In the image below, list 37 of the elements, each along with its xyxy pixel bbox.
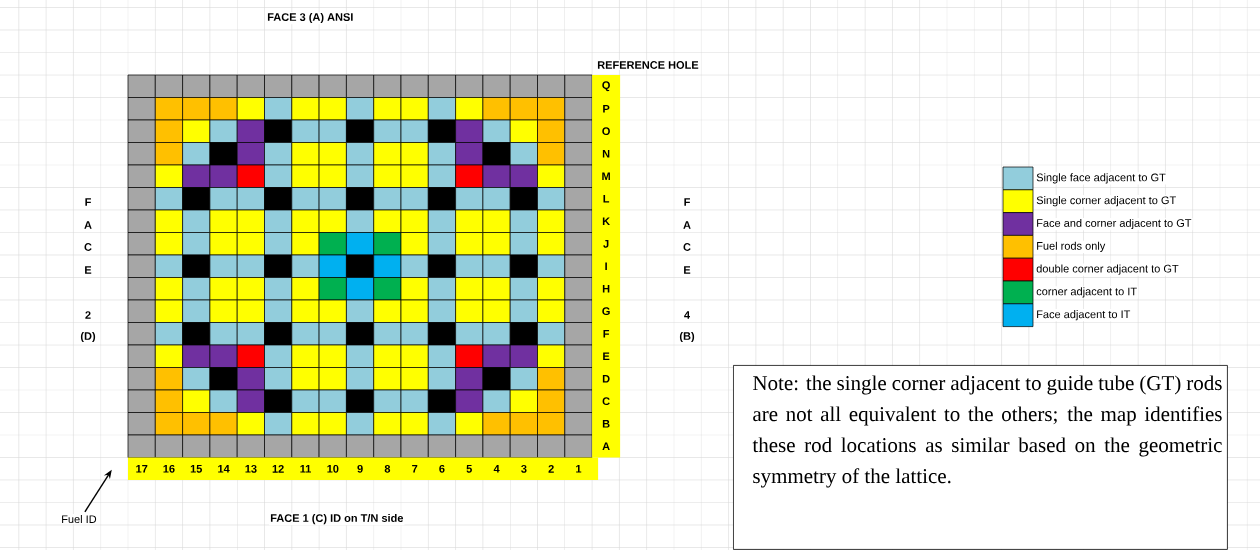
face-label: E bbox=[83, 265, 93, 275]
node-label: Note: the single corner adjacent to guide tube (GT) rods are not all equivalent to the others; the map identifies these rod locations as similar based on the geometric symmetry of the lattice. bbox=[752, 375, 1222, 488]
face-label: A bbox=[83, 220, 93, 230]
row-letter: H bbox=[602, 285, 610, 293]
legend-label: double corner adjacent to GT bbox=[1035, 263, 1180, 276]
legend-label: Face and corner adjacent to GT bbox=[1035, 217, 1193, 231]
row-letter: N bbox=[602, 150, 610, 158]
face-label: (B) bbox=[678, 330, 696, 344]
face-label: E bbox=[682, 265, 692, 275]
legend-label: Single face adjacent to GT bbox=[1035, 172, 1167, 185]
row-letter: K bbox=[602, 217, 610, 225]
row-letter: L bbox=[603, 195, 610, 203]
row-letter: B bbox=[602, 420, 610, 428]
note-box: Note: the single corner adjacent to guide tube (GT) rods are not all equivalent to the others; the map identifies these rod locations as similar based on the geometric symmetry of the lattice. bbox=[733, 365, 1228, 550]
legend-label: Single corner adjacent to GT bbox=[1035, 195, 1178, 208]
face-label: C bbox=[682, 242, 692, 252]
row-letter: D bbox=[602, 375, 610, 383]
legend-label: corner adjacent to IT bbox=[1035, 286, 1139, 299]
face-label: (D) bbox=[79, 330, 97, 344]
face-label: F bbox=[682, 197, 692, 207]
row-letter: I bbox=[605, 262, 607, 270]
legend-label: Fuel rods only bbox=[1035, 240, 1107, 253]
row-letter: P bbox=[603, 105, 610, 113]
reference-hole-label: REFERENCE HOLE bbox=[596, 60, 700, 70]
face-label: FACE 3 (A) ANSI bbox=[266, 11, 355, 25]
legend-label: Face adjacent to IT bbox=[1035, 309, 1132, 322]
face-label: FACE 1 (C) ID on T/N side bbox=[269, 512, 405, 526]
row-letter: F bbox=[603, 330, 610, 338]
fuel-assembly-map-drawing bbox=[127, 74, 593, 458]
row-letter: E bbox=[603, 352, 610, 360]
fuel-id-label: Fuel ID bbox=[60, 513, 98, 525]
face-label: 2 bbox=[83, 310, 93, 320]
face-label: 4 bbox=[682, 310, 692, 320]
face-label: F bbox=[83, 197, 93, 207]
face-label: A bbox=[682, 220, 692, 230]
face-label: C bbox=[83, 242, 93, 252]
row-letter: J bbox=[603, 240, 609, 248]
